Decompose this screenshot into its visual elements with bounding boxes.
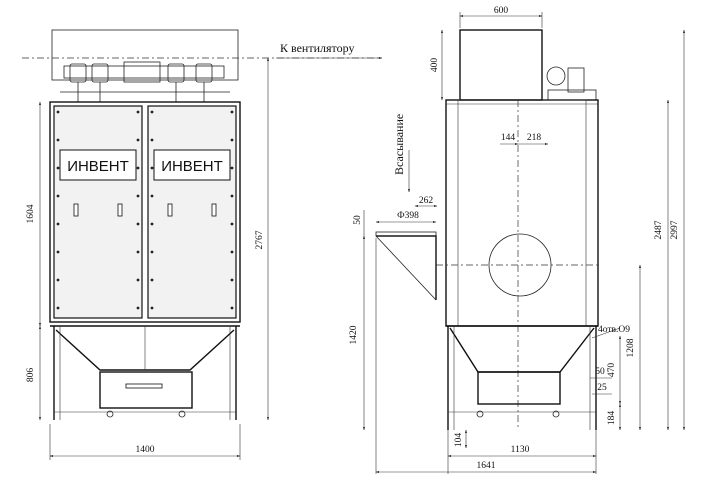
dim-1641: 1641: [477, 461, 496, 471]
dim-50-flange: 50: [353, 215, 363, 225]
dim-2767: 2767: [255, 230, 265, 249]
dim-1604: 1604: [26, 204, 36, 223]
dim-2997: 2997: [670, 220, 680, 239]
dim-2487: 2487: [654, 220, 664, 239]
dim-1208: 1208: [626, 338, 636, 357]
holes-note: 4отв.О9: [598, 325, 630, 335]
brand-plate-left: [59, 149, 137, 181]
brand-label-right: ИНВЕНТ: [161, 158, 223, 175]
dim-400: 400: [430, 58, 440, 73]
dim-470: 470: [607, 363, 617, 378]
filter-body-side: [445, 99, 599, 327]
dim-600: 600: [494, 6, 509, 16]
dim-262: 262: [419, 196, 434, 206]
dim-1420: 1420: [349, 325, 359, 344]
dim-diameter: Ф398: [397, 211, 419, 221]
door-bolts: [56, 110, 234, 310]
dim-806: 806: [26, 368, 36, 383]
dim-1130: 1130: [511, 445, 530, 455]
dim-144: 144: [501, 133, 516, 143]
dim-25: 25: [597, 383, 607, 393]
dim-218: 218: [527, 133, 542, 143]
label-to-fan: К вентилятору: [280, 41, 354, 55]
brand-plate-right: [153, 149, 231, 181]
door-latches: [73, 203, 217, 217]
filter-body: [49, 101, 241, 323]
hopper-side: [449, 327, 595, 373]
dust-drawer-side: [477, 371, 561, 405]
dim-104: 104: [454, 433, 464, 448]
door-left: [53, 105, 143, 319]
dust-drawer: [99, 371, 193, 409]
outlet-duct: [459, 29, 543, 101]
pulse-valve-assembly: [60, 61, 230, 102]
valve-assembly-side: [546, 66, 597, 101]
label-suction: Всасывание: [392, 114, 406, 175]
dim-184: 184: [607, 411, 617, 426]
brand-label-left: ИНВЕНТ: [67, 158, 129, 175]
side-view: 600 400 144 218 Всасывание 262: [349, 6, 686, 474]
front-view: ИНВЕНТ ИНВЕНТ 1604 806 2767 1400: [22, 29, 383, 460]
door-right: [147, 105, 237, 319]
fan-frame: [51, 29, 239, 81]
dim-50: 50: [595, 367, 605, 377]
dim-1400: 1400: [136, 445, 155, 455]
